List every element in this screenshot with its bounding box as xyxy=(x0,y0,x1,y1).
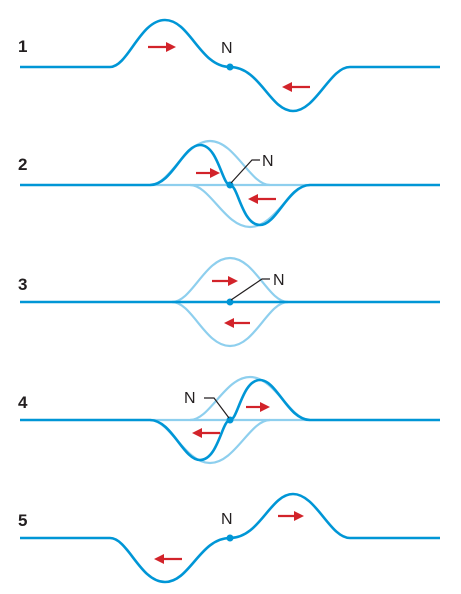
panel-4: 4 N xyxy=(18,375,440,465)
node-point xyxy=(226,298,234,306)
panel-1: 1 N xyxy=(18,18,440,113)
left-moving-arrow xyxy=(192,428,220,438)
node-label: N xyxy=(221,40,233,57)
node-leader-line xyxy=(230,159,260,184)
panel-number: 3 xyxy=(18,275,27,294)
ghost-downward-pulse xyxy=(171,300,289,348)
panel-3: 3 N xyxy=(18,256,440,348)
panel-2: 2 N xyxy=(18,139,440,229)
right-moving-arrow xyxy=(212,276,238,286)
left-moving-arrow xyxy=(248,194,276,204)
node-label: N xyxy=(221,511,233,528)
node-label: N xyxy=(262,153,274,170)
right-moving-arrow xyxy=(278,511,304,521)
node-point xyxy=(226,63,234,71)
panel-number: 2 xyxy=(18,155,27,174)
panel-number: 5 xyxy=(18,511,27,530)
panel-number: 4 xyxy=(18,393,28,412)
node-label: N xyxy=(273,272,285,289)
right-moving-arrow xyxy=(148,42,176,52)
right-moving-arrow xyxy=(196,168,220,178)
left-moving-arrow xyxy=(282,82,310,92)
node-leader-line xyxy=(230,278,270,301)
node-label: N xyxy=(184,390,196,407)
left-moving-arrow xyxy=(224,318,250,328)
node-point xyxy=(226,534,234,542)
node-point xyxy=(226,416,234,424)
left-moving-arrow xyxy=(154,554,182,564)
ghost-upward-pulse xyxy=(149,139,271,187)
panel-5: 5 N xyxy=(18,492,440,584)
node-leader-line xyxy=(204,397,230,419)
node-point xyxy=(226,181,234,189)
ghost-upward-pulse xyxy=(171,256,289,304)
right-moving-arrow xyxy=(246,402,270,412)
panel-number: 1 xyxy=(18,37,27,56)
